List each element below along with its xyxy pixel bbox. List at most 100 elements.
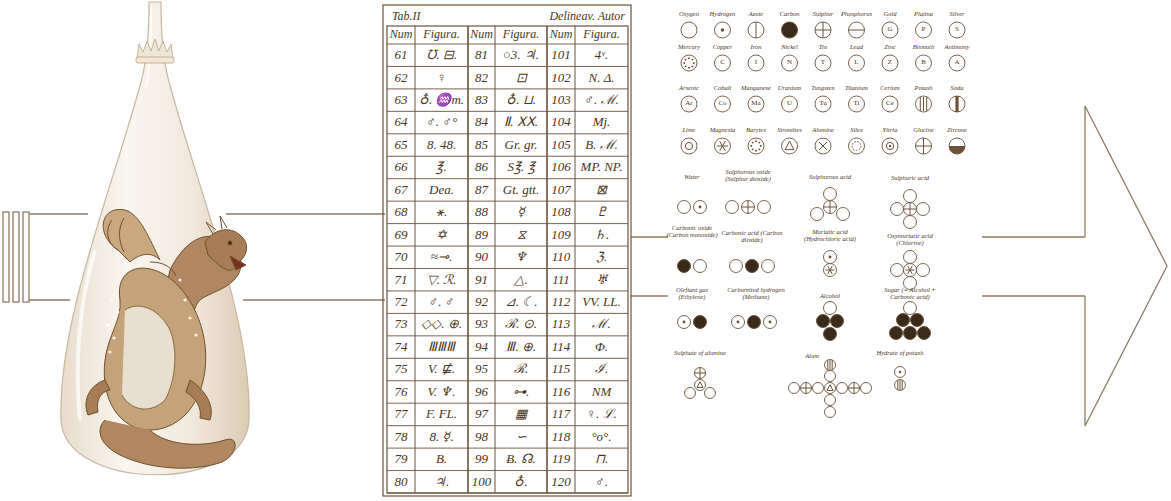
table-figure: ℛ. <box>514 362 528 376</box>
element-name: Hydrogen <box>710 10 736 17</box>
atom-symbol <box>882 22 898 38</box>
element-name: Zinc <box>884 43 896 50</box>
table-number: 93 <box>475 317 488 331</box>
table-figure: ℧. ⊟. <box>426 48 457 62</box>
table-credit: Delineav. Autor <box>549 10 625 23</box>
table-column-line <box>467 26 469 493</box>
element-name: Potash <box>914 84 932 91</box>
atom-symbol <box>904 216 917 229</box>
table-figure: ⊿. ☾. <box>505 295 538 309</box>
table-row-line <box>387 246 628 247</box>
compound-name: Sulphuric acid <box>879 174 941 181</box>
band-line <box>226 213 385 214</box>
atom-symbol <box>904 264 917 277</box>
column-header: Num <box>470 28 493 41</box>
table-number: 77 <box>395 407 408 421</box>
table-number: 110 <box>552 250 571 264</box>
atom-symbol <box>748 316 761 329</box>
atom-mark <box>900 380 901 390</box>
table-number: 99 <box>475 452 488 466</box>
column-header: Num <box>550 28 573 41</box>
table-number: 67 <box>395 183 408 197</box>
spot <box>183 298 186 301</box>
atom-symbol <box>678 260 691 273</box>
table-number: 66 <box>395 160 408 174</box>
table-number: 81 <box>475 48 488 62</box>
element-name: Yttria <box>883 126 898 133</box>
table-figure: 8. ☿. <box>429 430 453 444</box>
table-figure: ▦ <box>515 407 527 421</box>
compound-name: Sulphurous acid <box>800 173 860 180</box>
table-number: 61 <box>395 48 408 62</box>
compound-name: Hydrate of potash <box>870 349 930 356</box>
table-number: 74 <box>395 340 408 354</box>
table-column-line <box>495 26 496 493</box>
atom-symbol <box>849 383 860 394</box>
atom-mark <box>760 145 762 147</box>
atom-mark <box>827 385 833 391</box>
atom-symbol <box>815 96 831 112</box>
table-row-line <box>387 425 628 426</box>
bar <box>3 212 9 302</box>
table-figure: ≈⊸. <box>431 250 452 264</box>
element-letter: G <box>887 26 892 34</box>
band-line <box>29 299 70 300</box>
table-number: 115 <box>552 362 571 376</box>
band-line <box>243 299 385 300</box>
table-row-line <box>387 133 628 134</box>
table-figure: ♂. <box>595 475 608 489</box>
atom-symbol <box>849 55 865 71</box>
atom-mark <box>920 97 921 111</box>
bar <box>13 212 19 302</box>
bars <box>3 212 29 302</box>
table-number: 84 <box>475 115 488 129</box>
atom-mark <box>904 209 917 210</box>
compound-name: Olefiant gas (Ethylene) <box>663 286 721 300</box>
table-figure: ♁. ♒m. <box>419 93 464 107</box>
atom-mark <box>908 266 913 274</box>
table-figure: Ƀ. ☊. <box>506 452 536 466</box>
atom-symbol <box>824 188 837 201</box>
atom-symbol <box>916 138 932 154</box>
atom-mark <box>756 22 757 38</box>
element-letter: Ce <box>886 100 894 108</box>
table-figure: B. ℳ. <box>585 138 618 152</box>
atom-symbol <box>904 327 917 340</box>
atom-symbol <box>815 138 831 154</box>
element-letter: P <box>922 26 926 34</box>
table-number: 113 <box>552 317 571 331</box>
table-number: 71 <box>395 273 408 287</box>
table-number: 76 <box>395 385 408 399</box>
table-figure: ✡ <box>436 228 447 242</box>
dragon-horns <box>206 216 227 234</box>
table-figure: ♂. ♂° <box>426 115 457 129</box>
atom-symbol <box>824 264 837 277</box>
atom-mark <box>815 30 831 31</box>
table-figure: ♂. ℳ. <box>584 93 619 107</box>
atom-symbol <box>705 388 716 399</box>
atom-symbol <box>891 264 904 277</box>
table-figure: 8. 48. <box>427 138 456 152</box>
spot <box>194 333 197 336</box>
table-figure: △. <box>514 273 527 287</box>
table-figure: ℨ. <box>596 250 607 264</box>
atom-symbol <box>824 251 837 264</box>
element-letter: A <box>954 59 959 67</box>
table-row-line <box>387 313 628 314</box>
table-number: 68 <box>395 205 408 219</box>
table-number: 79 <box>395 452 408 466</box>
atom-symbol <box>890 327 903 340</box>
atom-symbol <box>917 203 930 216</box>
band-line <box>29 213 88 214</box>
atom-symbol <box>825 383 836 394</box>
table-number: 85 <box>475 138 488 152</box>
table-number: 90 <box>475 250 488 264</box>
table-number: 119 <box>552 452 571 466</box>
atom-symbol <box>715 138 731 154</box>
table-number: 103 <box>551 93 571 107</box>
atom-symbol <box>837 383 848 394</box>
atom-mark <box>832 360 833 370</box>
table-figure: ♆ <box>515 250 527 264</box>
compound-name: Carbonic acid (Carbon dioxide) <box>721 229 783 243</box>
